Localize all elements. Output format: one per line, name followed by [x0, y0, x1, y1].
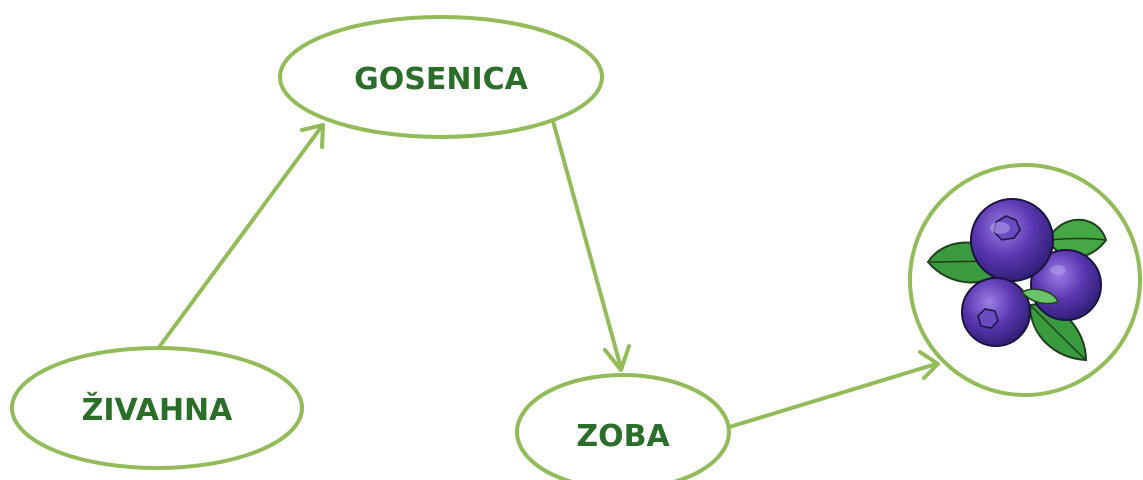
node-label-gosenica: GOSENICA — [354, 62, 529, 97]
node-label-zoba: ZOBA — [576, 419, 670, 454]
edge-zoba-to-blueberries — [724, 350, 940, 430]
node-gosenica: GOSENICA — [278, 15, 604, 139]
node-zoba: ZOBA — [515, 373, 731, 480]
node-zivahna: ŽIVAHNA — [10, 346, 304, 470]
node-blueberries — [908, 163, 1142, 397]
edge-zivahna-to-gosenica — [155, 123, 325, 352]
node-label-zivahna: ŽIVAHNA — [82, 392, 234, 428]
blueberries-icon — [926, 198, 1108, 362]
edge-gosenica-to-zoba — [551, 119, 631, 372]
